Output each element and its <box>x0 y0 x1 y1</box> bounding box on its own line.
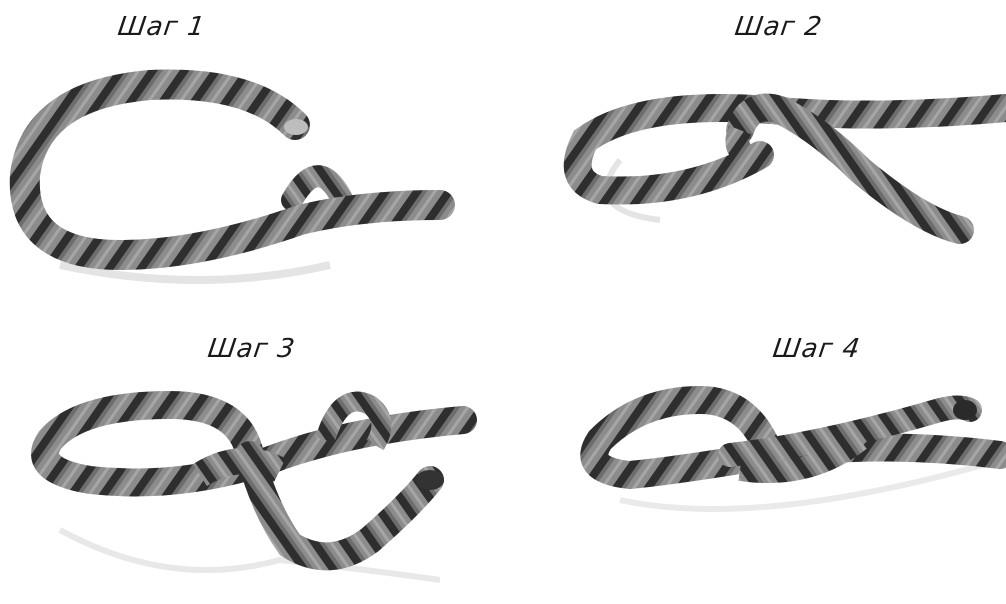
step-1-label: Шаг 1 <box>116 12 207 42</box>
step-4-label: Шаг 4 <box>771 334 862 364</box>
step-2-image <box>540 60 1006 300</box>
step-3-label: Шаг 3 <box>206 334 297 364</box>
step-2-label: Шаг 2 <box>733 12 824 42</box>
step-3-image <box>20 380 470 600</box>
step-4-image <box>560 380 1006 580</box>
step-1-image <box>0 55 460 305</box>
